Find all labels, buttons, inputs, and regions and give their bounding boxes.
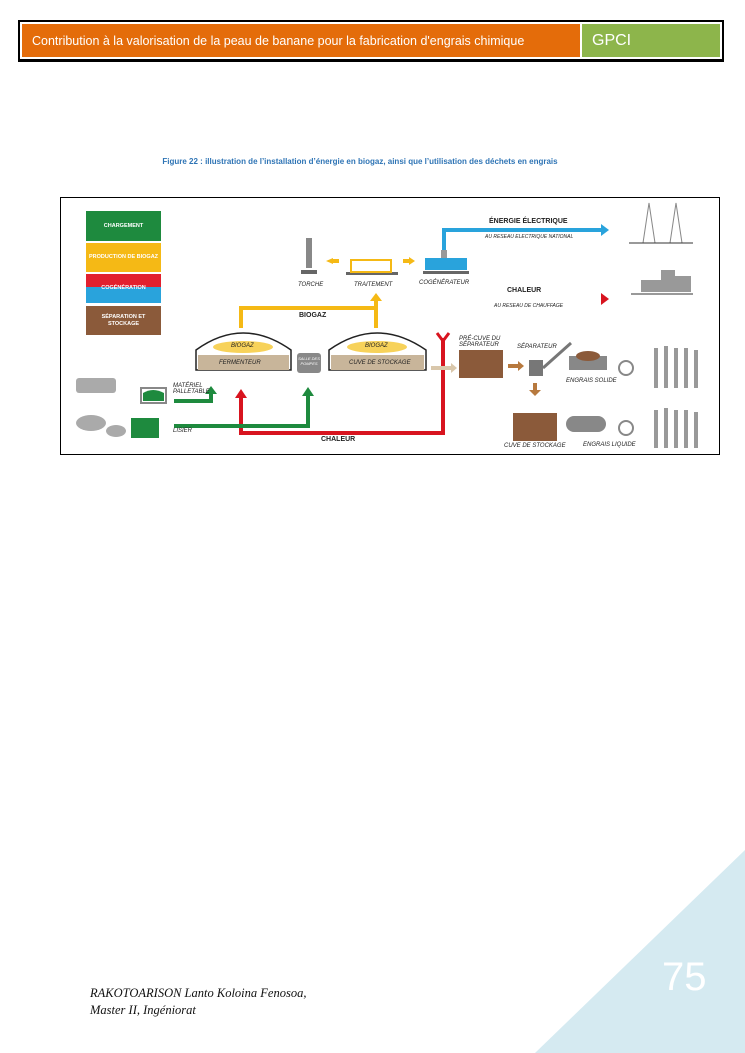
arrow-to-torch-shaft bbox=[333, 259, 339, 263]
label-salle-pompes: SALLE DES POMPES bbox=[298, 356, 320, 366]
figure-caption: Figure 22 : illustration de l’installati… bbox=[162, 157, 558, 166]
header-title: Contribution à la valorisation de la pea… bbox=[22, 24, 580, 57]
author-name: RAKOTOARISON Lanto Koloina Fenosoa, bbox=[90, 986, 307, 1000]
treatment-frame bbox=[350, 259, 392, 273]
torch-icon bbox=[306, 238, 312, 268]
cogenerator-base bbox=[423, 271, 469, 274]
diagram-graphics bbox=[76, 202, 698, 448]
to-separator-arrow-icon bbox=[518, 361, 524, 371]
storage-content bbox=[331, 355, 424, 370]
label-biogaz-cuve: BIOGAZ bbox=[365, 343, 388, 349]
heat-down-chevron-icon bbox=[435, 332, 451, 344]
tractor-solid-icon bbox=[618, 360, 634, 376]
label-energie-sub: AU RESEAU ELECTRIQUE NATIONAL bbox=[485, 234, 574, 240]
header-tag: GPCI bbox=[582, 24, 720, 57]
slurry-tank-icon bbox=[131, 418, 159, 438]
crops-icon bbox=[654, 346, 698, 448]
electric-arrow-icon bbox=[601, 224, 609, 236]
precuve-tank bbox=[459, 350, 503, 378]
solid-input-line bbox=[174, 393, 213, 403]
arrow-to-torch-icon bbox=[326, 258, 333, 264]
label-engrais-solide: ENGRAIS SOLIDE bbox=[566, 378, 617, 384]
separator-icon bbox=[529, 360, 543, 376]
label-precuve: PRÉ-CUVE DU SÉPARATEUR bbox=[459, 336, 501, 348]
legend-separation: SÉPARATION ET STOCKAGE bbox=[86, 306, 161, 335]
power-tower-icon bbox=[629, 202, 693, 244]
label-traitement: TRAITEMENT bbox=[354, 282, 393, 288]
legend-chargement: CHARGEMENT bbox=[86, 211, 161, 241]
heat-to-fermenter-arrow-icon bbox=[235, 389, 247, 398]
label-biogaz-line: BIOGAZ bbox=[299, 312, 327, 319]
label-torche: TORCHE bbox=[298, 282, 324, 288]
heat-arrow-icon bbox=[601, 293, 609, 305]
cogenerator-icon bbox=[425, 258, 467, 270]
to-liquid-arrow-icon bbox=[529, 390, 541, 396]
legend-cogeneration: COGÉNÉRATION bbox=[86, 274, 161, 303]
storage-gas bbox=[347, 341, 407, 353]
digestate-arrow-icon bbox=[451, 363, 457, 373]
page-header: Contribution à la valorisation de la pea… bbox=[18, 20, 724, 62]
legend-production: PRODUCTION DE BIOGAZ bbox=[86, 243, 161, 272]
storage-tank-liquid bbox=[513, 413, 557, 441]
label-cogenerateur: COGÉNÉRATEUR bbox=[419, 280, 470, 286]
slurry-input-arrow-icon bbox=[302, 387, 314, 396]
to-separator-line bbox=[508, 364, 518, 368]
electric-line bbox=[442, 228, 601, 250]
pump-room-icon bbox=[297, 353, 321, 373]
page-number: 75 bbox=[662, 955, 707, 999]
label-engrais-liquide: ENGRAIS LIQUIDE bbox=[583, 442, 636, 448]
arrow-to-cogen-shaft bbox=[403, 259, 409, 263]
tractor-icon bbox=[76, 378, 116, 393]
tractor-liquid-icon bbox=[618, 420, 634, 436]
solid-fertilizer-load bbox=[576, 351, 600, 361]
to-liquid-line bbox=[533, 383, 537, 391]
biogas-arrow-icon bbox=[370, 293, 382, 301]
label-lisier: LISIER bbox=[173, 428, 193, 434]
slurry-input-line bbox=[174, 396, 310, 428]
label-energie: ÉNERGIE ÉLECTRIQUE bbox=[489, 218, 568, 225]
livestock-icon bbox=[76, 415, 106, 431]
label-chaleur-bottom: CHALEUR bbox=[321, 436, 356, 443]
fermenter-content bbox=[198, 355, 289, 370]
solid-trailer-icon bbox=[569, 356, 607, 370]
biogas-figure: CHARGEMENT PRODUCTION DE BIOGAZ COGÉNÉRA… bbox=[60, 197, 720, 455]
biogas-pipe bbox=[239, 300, 378, 328]
label-materiel: MATÉRIEL PALLETABLE bbox=[173, 383, 210, 395]
label-chaleur: CHALEUR bbox=[507, 287, 542, 294]
label-fermenteur: FERMENTEUR bbox=[219, 360, 261, 366]
corner-decoration bbox=[535, 850, 745, 1053]
label-separateur: SÉPARATEUR bbox=[517, 344, 557, 350]
author-degree: Master II, Ingéniorat bbox=[90, 1003, 196, 1017]
arrow-to-cogen-icon bbox=[409, 257, 415, 265]
heat-return-line bbox=[239, 338, 445, 435]
treatment-icon bbox=[346, 272, 398, 275]
label-chaleur-sub: AU RESEAU DE CHAUFFAGE bbox=[494, 303, 564, 309]
digestate-line bbox=[431, 366, 451, 370]
conveyor-icon bbox=[542, 341, 572, 370]
label-cuve-stockage-2: CUVE DE STOCKAGE bbox=[504, 443, 566, 449]
fermenter-gas bbox=[213, 341, 273, 353]
pig-icon bbox=[106, 425, 126, 437]
solid-hopper-content bbox=[143, 390, 164, 401]
label-biogaz-fermenteur: BIOGAZ bbox=[231, 343, 254, 349]
liquid-tanker-icon bbox=[566, 416, 606, 432]
label-cuve-stockage: CUVE DE STOCKAGE bbox=[349, 360, 411, 366]
torch-base bbox=[301, 270, 317, 274]
solid-input-arrow-icon bbox=[205, 386, 217, 394]
houses-icon bbox=[641, 270, 691, 292]
cogenerator-exhaust bbox=[441, 250, 447, 258]
